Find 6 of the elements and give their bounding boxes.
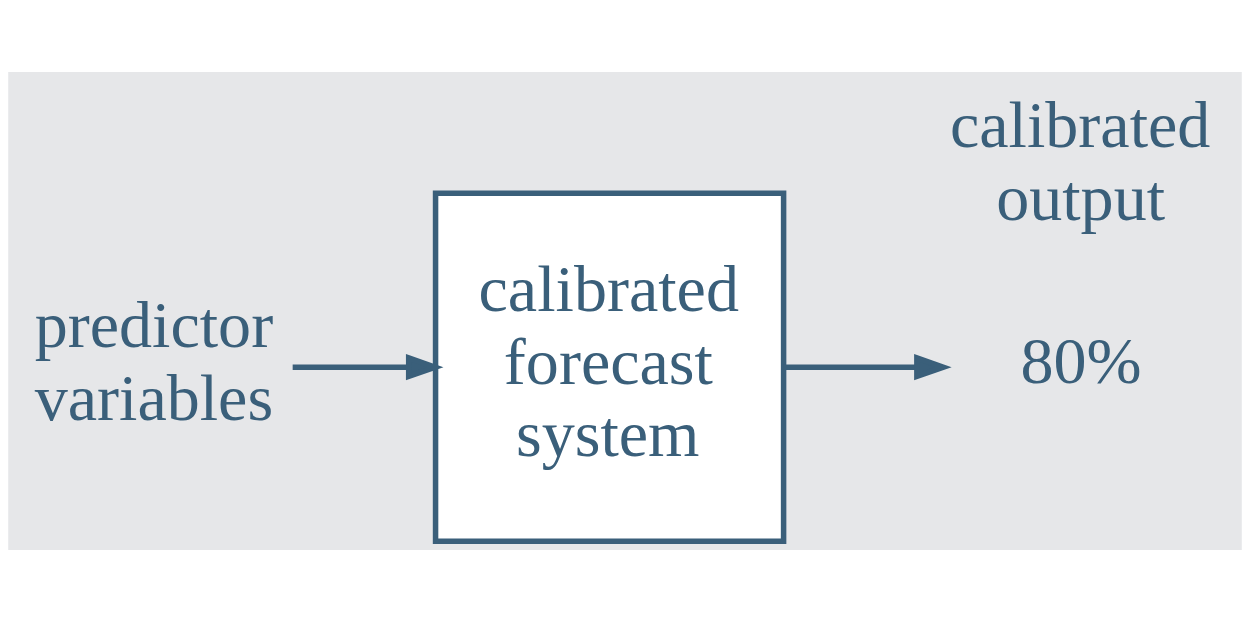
node-text: predictor variables [34, 287, 274, 434]
arrow [292, 353, 444, 380]
node-text: 80% [1020, 323, 1142, 397]
node-label: calibrated output [949, 87, 1211, 234]
arrow [783, 353, 952, 380]
node-box: calibrated forecast system [432, 189, 787, 544]
